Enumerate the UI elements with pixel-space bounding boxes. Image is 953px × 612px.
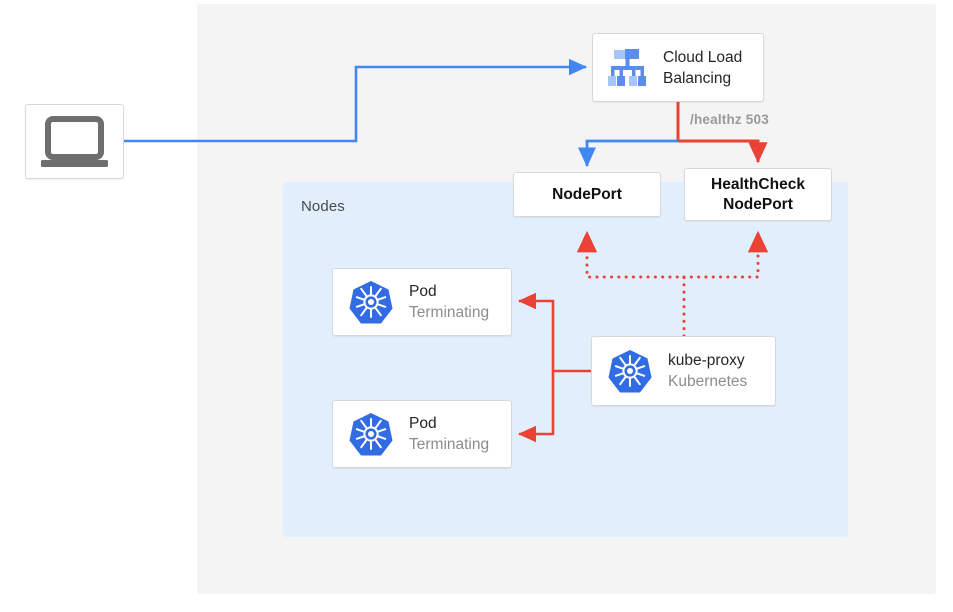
kubernetes-icon xyxy=(606,347,654,395)
kube-proxy-node[interactable]: kube-proxy Kubernetes xyxy=(591,336,776,406)
pod-node-2[interactable]: Pod Terminating xyxy=(332,400,512,468)
pod-node-1[interactable]: Pod Terminating xyxy=(332,268,512,336)
nodes-region-label: Nodes xyxy=(301,198,345,215)
healthcheck-nodeport-text: HealthCheck NodePort xyxy=(711,175,805,215)
pod-2-title: Pod xyxy=(409,415,437,432)
client-node[interactable] xyxy=(25,104,124,179)
cloud-load-balancing-icon xyxy=(605,45,651,91)
pod-2-subtitle: Terminating xyxy=(409,436,490,453)
kubernetes-icon xyxy=(347,278,395,326)
hc-nodeport-line1: HealthCheck xyxy=(711,175,805,193)
kube-proxy-title: kube-proxy xyxy=(668,352,745,369)
nodeport-node[interactable]: NodePort xyxy=(513,172,661,217)
pod-1-text: Pod Terminating xyxy=(409,281,489,323)
healthz-edge-label: /healthz 503 xyxy=(690,112,769,127)
pod-1-subtitle: Terminating xyxy=(409,304,490,321)
kube-proxy-subtitle: Kubernetes xyxy=(668,373,748,390)
nodeport-label: NodePort xyxy=(552,185,622,203)
hc-nodeport-line2: NodePort xyxy=(723,195,793,213)
clb-line1: Cloud Load xyxy=(663,48,743,66)
cloud-load-balancing-node[interactable]: Cloud Load Balancing xyxy=(592,33,764,102)
clb-line2: Balancing xyxy=(663,69,732,87)
kube-proxy-text: kube-proxy Kubernetes xyxy=(668,350,747,392)
pod-2-text: Pod Terminating xyxy=(409,413,489,455)
pod-1-title: Pod xyxy=(409,283,437,300)
cloud-load-balancing-text: Cloud Load Balancing xyxy=(663,47,742,89)
laptop-icon xyxy=(26,105,123,178)
kubernetes-icon xyxy=(347,410,395,458)
healthcheck-nodeport-node[interactable]: HealthCheck NodePort xyxy=(684,168,832,221)
